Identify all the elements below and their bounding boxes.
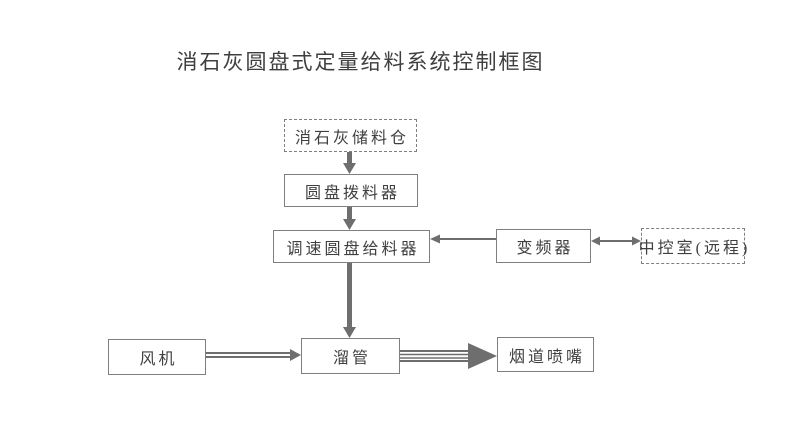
- arrow-chute-to-nozzle: [400, 343, 497, 369]
- node-chute: 溜管: [301, 338, 400, 374]
- arrow-inverter-to-feeder: [430, 234, 496, 244]
- arrow-storage-to-picker: [343, 152, 356, 174]
- node-flue-nozzle: 烟道喷嘴: [497, 337, 594, 372]
- arrow-inverter-controlroom-bidirectional: [591, 236, 641, 246]
- node-control-room: 中控室(远程): [639, 228, 747, 264]
- arrow-fan-to-chute: [206, 349, 301, 361]
- arrow-feeder-to-chute: [343, 263, 356, 338]
- node-fan: 风机: [108, 339, 206, 375]
- node-disc-picker: 圆盘拨料器: [284, 174, 418, 207]
- arrow-picker-to-feeder: [343, 207, 356, 230]
- node-speed-feeder: 调速圆盘给料器: [273, 230, 430, 263]
- node-storage-bin: 消石灰储料仓: [284, 119, 417, 152]
- diagram-title: 消石灰圆盘式定量给料系统控制框图: [176, 50, 545, 74]
- node-inverter: 变频器: [496, 229, 591, 263]
